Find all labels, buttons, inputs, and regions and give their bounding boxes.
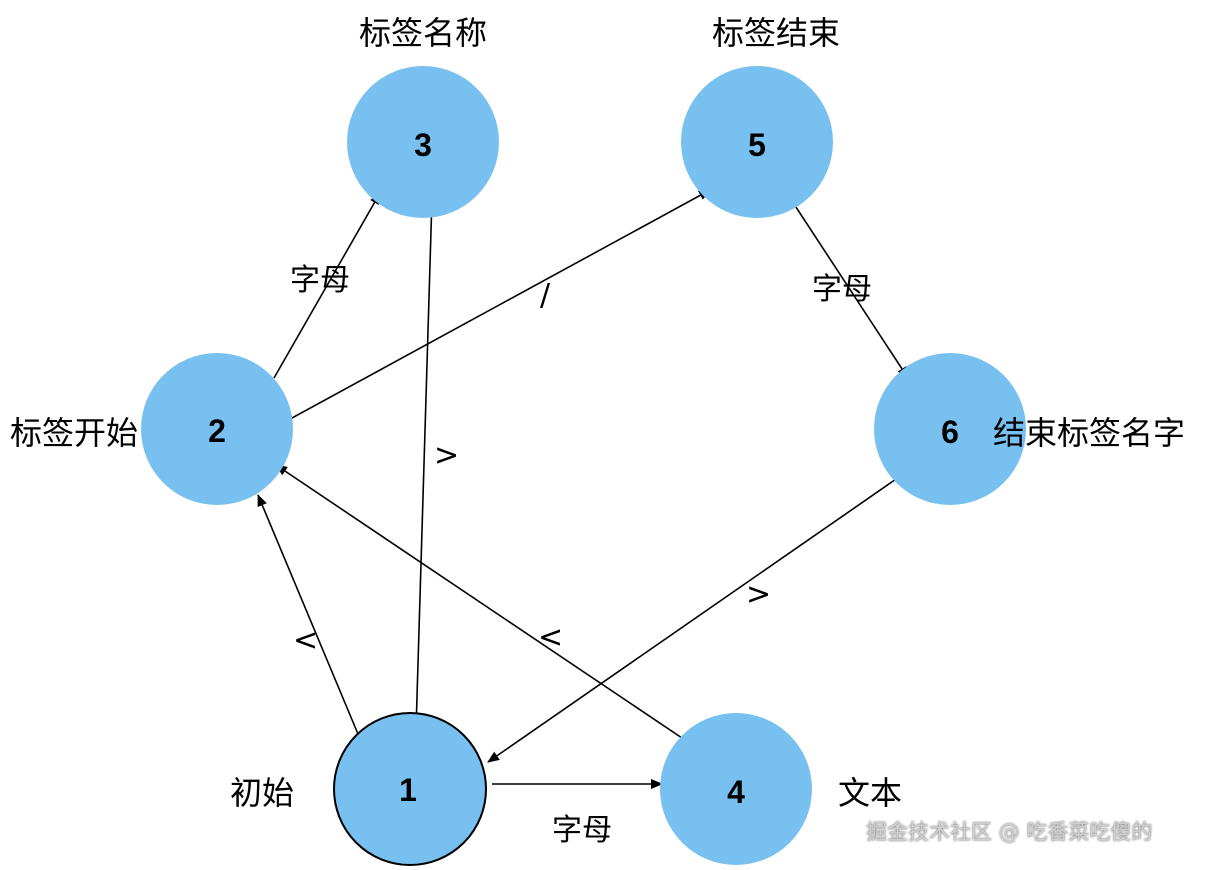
- state-number: 6: [941, 414, 959, 450]
- edge-5-to-6: [789, 197, 909, 379]
- state-label-4: 文本: [838, 774, 902, 812]
- state-node-5: 5: [681, 66, 833, 218]
- edge-3-to-1: [411, 197, 433, 731]
- edge-2-to-3: [273, 192, 381, 379]
- edge-label-3-to-1: >: [434, 438, 459, 473]
- state-node-1: 1: [333, 712, 487, 866]
- edge-label-1-to-2: <: [293, 623, 318, 658]
- watermark: 掘金技术社区 @ 吃香菜吃傻的: [866, 820, 1153, 844]
- state-node-6: 6: [874, 353, 1026, 505]
- edge-label-2-to-3: 字母: [290, 263, 350, 298]
- state-number: 2: [208, 413, 226, 449]
- edge-6-to-1: [487, 467, 913, 763]
- edge-label-4-to-2: <: [538, 620, 563, 655]
- state-node-3: 3: [347, 66, 499, 218]
- edge-label-1-to-4: 字母: [552, 813, 612, 848]
- state-number: 5: [748, 127, 766, 163]
- state-number: 3: [414, 127, 432, 163]
- edge-1-to-2: [257, 494, 359, 735]
- edge-4-to-2: [275, 464, 683, 739]
- edge-label-5-to-6: 字母: [812, 272, 872, 307]
- state-label-3: 标签名称: [359, 14, 487, 52]
- edge-2-to-5: [269, 189, 711, 431]
- edge-label-6-to-1: >: [746, 577, 771, 612]
- state-number: 4: [727, 774, 745, 810]
- state-number: 1: [399, 772, 417, 808]
- state-label-6: 结束标签名字: [993, 414, 1185, 452]
- edge-label-2-to-5: /: [540, 278, 551, 313]
- state-node-4: 4: [660, 713, 812, 865]
- state-label-2: 标签开始: [10, 414, 138, 452]
- state-label-5: 标签结束: [712, 14, 840, 52]
- state-label-1: 初始: [230, 774, 294, 812]
- state-node-2: 2: [141, 353, 293, 505]
